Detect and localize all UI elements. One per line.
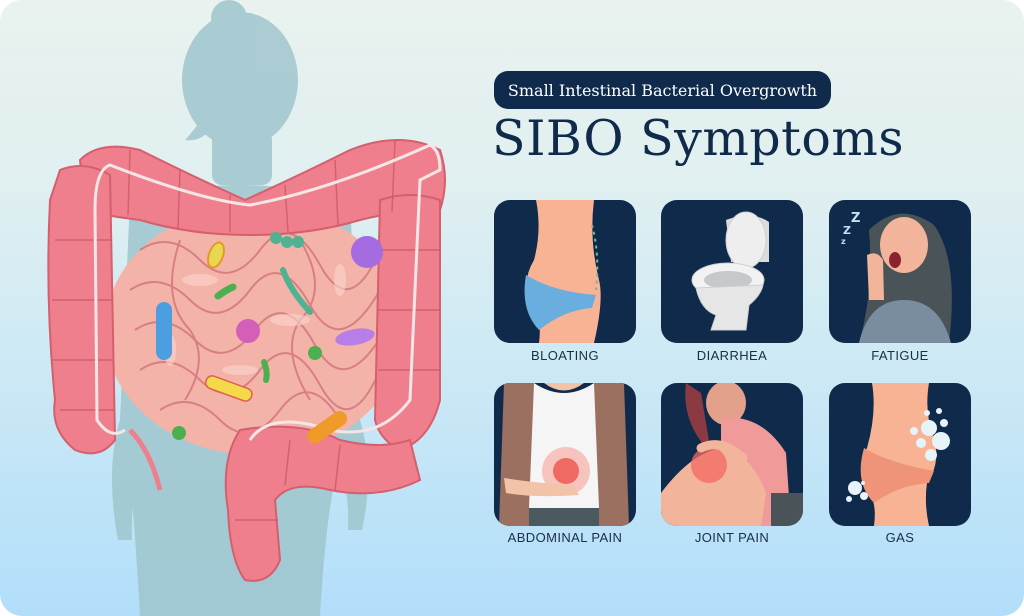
intestine-illustration (47, 0, 446, 616)
svg-text:Z: Z (843, 224, 851, 237)
symptom-label: JOINT PAIN (694, 530, 770, 545)
symptom-tile-joint-pain (661, 383, 803, 526)
bloating-icon (524, 200, 601, 343)
symptom-tile-gas (829, 383, 971, 526)
svg-text:Z: Z (851, 211, 860, 226)
symptom-label: BLOATING (531, 348, 599, 363)
page-title: SIBO Symptoms (492, 110, 904, 167)
symptom-label: DIARRHEA (696, 348, 768, 363)
knee-pain-icon (661, 383, 803, 526)
symptom-label: GAS (885, 530, 915, 545)
symptom-tile-bloating (494, 200, 636, 343)
gas-bubbles-icon (846, 383, 950, 526)
large-intestine-icon (47, 139, 446, 582)
symptom-tile-abdominal-pain (494, 383, 636, 526)
symptom-tile-fatigue: Z Z z (829, 200, 971, 343)
symptom-label: ABDOMINAL PAIN (507, 530, 623, 545)
yawning-woman-icon: Z Z z (841, 211, 952, 343)
toilet-icon (691, 211, 769, 331)
subtitle-badge: Small Intestinal Bacterial Overgrowth (494, 71, 831, 109)
bacteria-icons (156, 232, 383, 444)
abdominal-pain-icon (499, 383, 629, 526)
svg-text:z: z (841, 237, 846, 246)
symptom-label: FATIGUE (871, 348, 929, 363)
symptom-tile-diarrhea (661, 200, 803, 343)
